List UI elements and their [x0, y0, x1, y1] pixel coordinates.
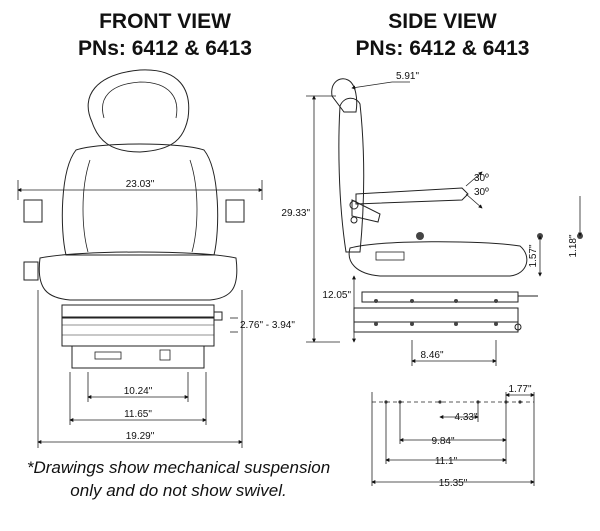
- side-slot-points: [384, 400, 522, 404]
- front-suspension-base: [71, 345, 205, 369]
- dim-slot-b: 4.33": [454, 412, 477, 423]
- side-lumbar-knob: [350, 216, 358, 224]
- front-suspension-knob: [159, 349, 171, 361]
- dim-cushion-rear: 1.18": [568, 234, 579, 257]
- dim-mount-inner: 10.24": [124, 386, 153, 397]
- front-height-knob: [213, 311, 223, 321]
- front-dimension-lines: [17, 180, 263, 448]
- side-suspension-base: [353, 321, 519, 333]
- front-dimension-labels: 23.03" 2.76" - 3.94" 10.24" 11.65" 19.29…: [124, 179, 296, 442]
- front-view-heading: FRONT VIEW: [99, 10, 231, 33]
- dim-overall-width: 19.29": [126, 431, 155, 442]
- dim-slot-c: 9.84": [431, 436, 454, 447]
- dim-slot-d: 11.1": [435, 456, 458, 467]
- dim-overall-depth: 15.35": [439, 478, 468, 489]
- front-view-title: FRONT VIEW PNs: 6412 & 6413: [40, 8, 290, 62]
- dim-seat-width: 23.03": [126, 179, 155, 190]
- dim-slot-a: 1.77": [508, 384, 531, 395]
- front-armrest-right: [225, 199, 245, 223]
- side-cushion: [348, 241, 528, 277]
- dim-rail-spacing: 8.46": [420, 350, 443, 361]
- side-dimension-lines: [306, 81, 582, 486]
- side-backrest: [338, 97, 365, 253]
- side-dimension-labels: 5.91" 30º 30º 29.33" 1.57" 1.18" 12.05" …: [281, 71, 579, 489]
- footnote-line-2: only and do not show swivel.: [70, 481, 287, 500]
- front-backrest-bolster: [82, 159, 198, 253]
- side-view-part-numbers: PNs: 6412 & 6413: [355, 37, 530, 60]
- front-backrest: [61, 143, 219, 256]
- dim-overall-height: 29.33": [281, 208, 310, 219]
- footnote: *Drawings show mechanical suspension onl…: [6, 456, 351, 502]
- front-suspension-middle: [61, 317, 215, 347]
- side-view-title: SIDE VIEW PNs: 6412 & 6413: [315, 8, 570, 62]
- front-headrest-inner: [102, 81, 178, 119]
- side-suspension-top: [361, 291, 519, 303]
- side-armrest: [355, 187, 469, 205]
- front-cushion: [38, 251, 238, 301]
- front-lever-left: [23, 261, 39, 281]
- front-suspension-slot: [94, 351, 122, 360]
- side-height-knob: [514, 323, 522, 331]
- dim-seat-height: 12.05": [322, 290, 351, 301]
- side-headrest: [331, 78, 358, 113]
- front-view-part-numbers: PNs: 6412 & 6413: [78, 37, 252, 60]
- front-headrest: [87, 69, 190, 153]
- side-hinge: [349, 200, 359, 210]
- side-seat-drawing: [331, 78, 538, 333]
- dim-suspension-height: 2.76" - 3.94": [240, 320, 295, 331]
- side-cushion-tag: [375, 251, 405, 261]
- dim-headrest-depth: 5.91": [396, 71, 419, 82]
- front-armrest-left: [23, 199, 43, 223]
- side-suspension-middle: [353, 307, 519, 323]
- footnote-line-1: *Drawings show mechanical suspension: [26, 458, 331, 477]
- side-view-heading: SIDE VIEW: [388, 10, 497, 33]
- side-armrest-bracket: [351, 199, 381, 223]
- side-bolts: [374, 232, 583, 326]
- dim-angle-up: 30º: [474, 173, 489, 184]
- dim-angle-down: 30º: [474, 187, 489, 198]
- front-suspension-top: [61, 304, 215, 318]
- dim-cushion-front: 1.57": [528, 244, 539, 267]
- front-seat-drawing: [23, 69, 245, 369]
- dim-mount-outer: 11.65": [124, 409, 152, 420]
